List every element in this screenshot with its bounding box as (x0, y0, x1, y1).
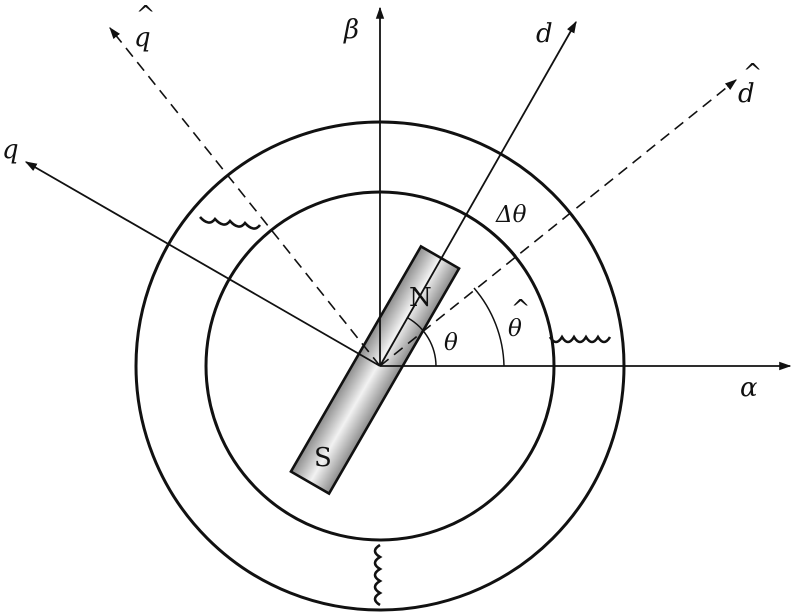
alpha-label: α (740, 373, 758, 403)
delta-theta-label: Δθ (495, 202, 527, 228)
d-axis (379, 20, 577, 367)
q-axis (24, 161, 381, 367)
d-hat-mark: ^ (743, 60, 762, 86)
theta-arc (407, 317, 437, 367)
q-hat-mark: ^ (136, 2, 155, 28)
q-label: q (2, 135, 19, 165)
rotor-magnet (289, 244, 461, 496)
stator-coil-right (548, 334, 612, 344)
theta-hat-mark: ^ (511, 296, 530, 322)
d-label: d (536, 19, 553, 49)
q-hat-axis (109, 27, 381, 367)
stator-coil-upper-left (199, 216, 262, 230)
delta-theta-arc (465, 213, 517, 257)
d-hat-label: d (738, 79, 755, 109)
theta-hat-arc (473, 287, 505, 367)
d-hat-axis (379, 79, 737, 367)
q-hat-label: q (134, 23, 151, 53)
beta-label: β (343, 15, 359, 45)
magnet-north-label: N (409, 283, 432, 313)
magnet-south-label: S (314, 443, 332, 473)
theta-hat-label: θ (508, 316, 522, 342)
stator-coil-bottom (373, 543, 383, 607)
theta-label: θ (444, 330, 458, 356)
